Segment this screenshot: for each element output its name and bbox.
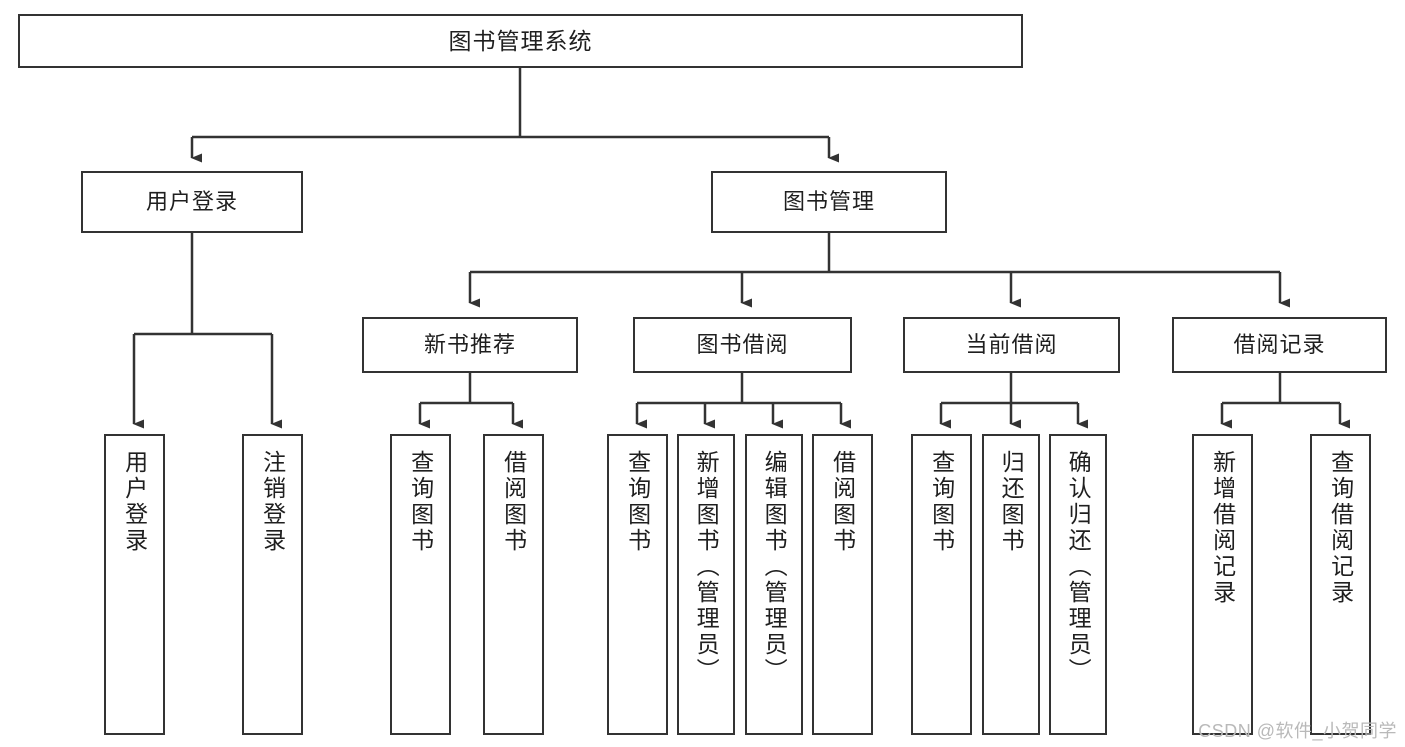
node-label: 查询图书 bbox=[624, 450, 651, 554]
node-label: 查询图书 bbox=[407, 450, 434, 554]
node-current-borrow[interactable]: 当前借阅 bbox=[903, 317, 1120, 373]
node-label: 借阅图书 bbox=[500, 450, 527, 554]
node-label: 新增借阅记录 bbox=[1209, 450, 1236, 606]
node-borrow-record[interactable]: 借阅记录 bbox=[1172, 317, 1387, 373]
node-label: 编辑图书（管理员） bbox=[761, 450, 788, 684]
node-label: 用户登录 bbox=[121, 450, 148, 554]
node-label: 查询图书 bbox=[928, 450, 955, 554]
leaf-add-book-admin[interactable]: 新增图书（管理员） bbox=[677, 434, 735, 735]
leaf-add-borrow-record[interactable]: 新增借阅记录 bbox=[1192, 434, 1253, 735]
node-label: 确认归还（管理员） bbox=[1065, 450, 1092, 684]
node-label: 新增图书（管理员） bbox=[693, 450, 720, 684]
node-label: 图书借阅 bbox=[696, 332, 789, 358]
node-label: 归还图书 bbox=[998, 450, 1025, 554]
leaf-query-book-recommend[interactable]: 查询图书 bbox=[390, 434, 451, 735]
node-label: 用户登录 bbox=[145, 189, 238, 215]
node-new-book-recommend[interactable]: 新书推荐 bbox=[362, 317, 578, 373]
node-root-system[interactable]: 图书管理系统 bbox=[18, 14, 1023, 68]
leaf-confirm-return-admin[interactable]: 确认归还（管理员） bbox=[1049, 434, 1107, 735]
node-label: 借阅图书 bbox=[829, 450, 856, 554]
leaf-query-book-current[interactable]: 查询图书 bbox=[911, 434, 972, 735]
node-user-login[interactable]: 用户登录 bbox=[81, 171, 303, 233]
node-label: 图书管理系统 bbox=[448, 27, 593, 54]
node-book-management[interactable]: 图书管理 bbox=[711, 171, 947, 233]
leaf-query-borrow-record[interactable]: 查询借阅记录 bbox=[1310, 434, 1371, 735]
leaf-borrow-book[interactable]: 借阅图书 bbox=[812, 434, 873, 735]
node-label: 图书管理 bbox=[782, 189, 875, 215]
watermark-text: CSDN @软件_小贺同学 bbox=[1198, 721, 1397, 741]
node-label: 查询借阅记录 bbox=[1327, 450, 1354, 606]
node-label: 当前借阅 bbox=[965, 332, 1058, 358]
leaf-query-book-borrow[interactable]: 查询图书 bbox=[607, 434, 668, 735]
leaf-return-book[interactable]: 归还图书 bbox=[982, 434, 1040, 735]
leaf-logout[interactable]: 注销登录 bbox=[242, 434, 303, 735]
leaf-borrow-book-recommend[interactable]: 借阅图书 bbox=[483, 434, 544, 735]
node-book-borrow[interactable]: 图书借阅 bbox=[633, 317, 852, 373]
node-label: 注销登录 bbox=[259, 450, 286, 554]
node-label: 借阅记录 bbox=[1233, 332, 1326, 358]
leaf-edit-book-admin[interactable]: 编辑图书（管理员） bbox=[745, 434, 803, 735]
leaf-user-login[interactable]: 用户登录 bbox=[104, 434, 165, 735]
node-label: 新书推荐 bbox=[423, 332, 516, 358]
